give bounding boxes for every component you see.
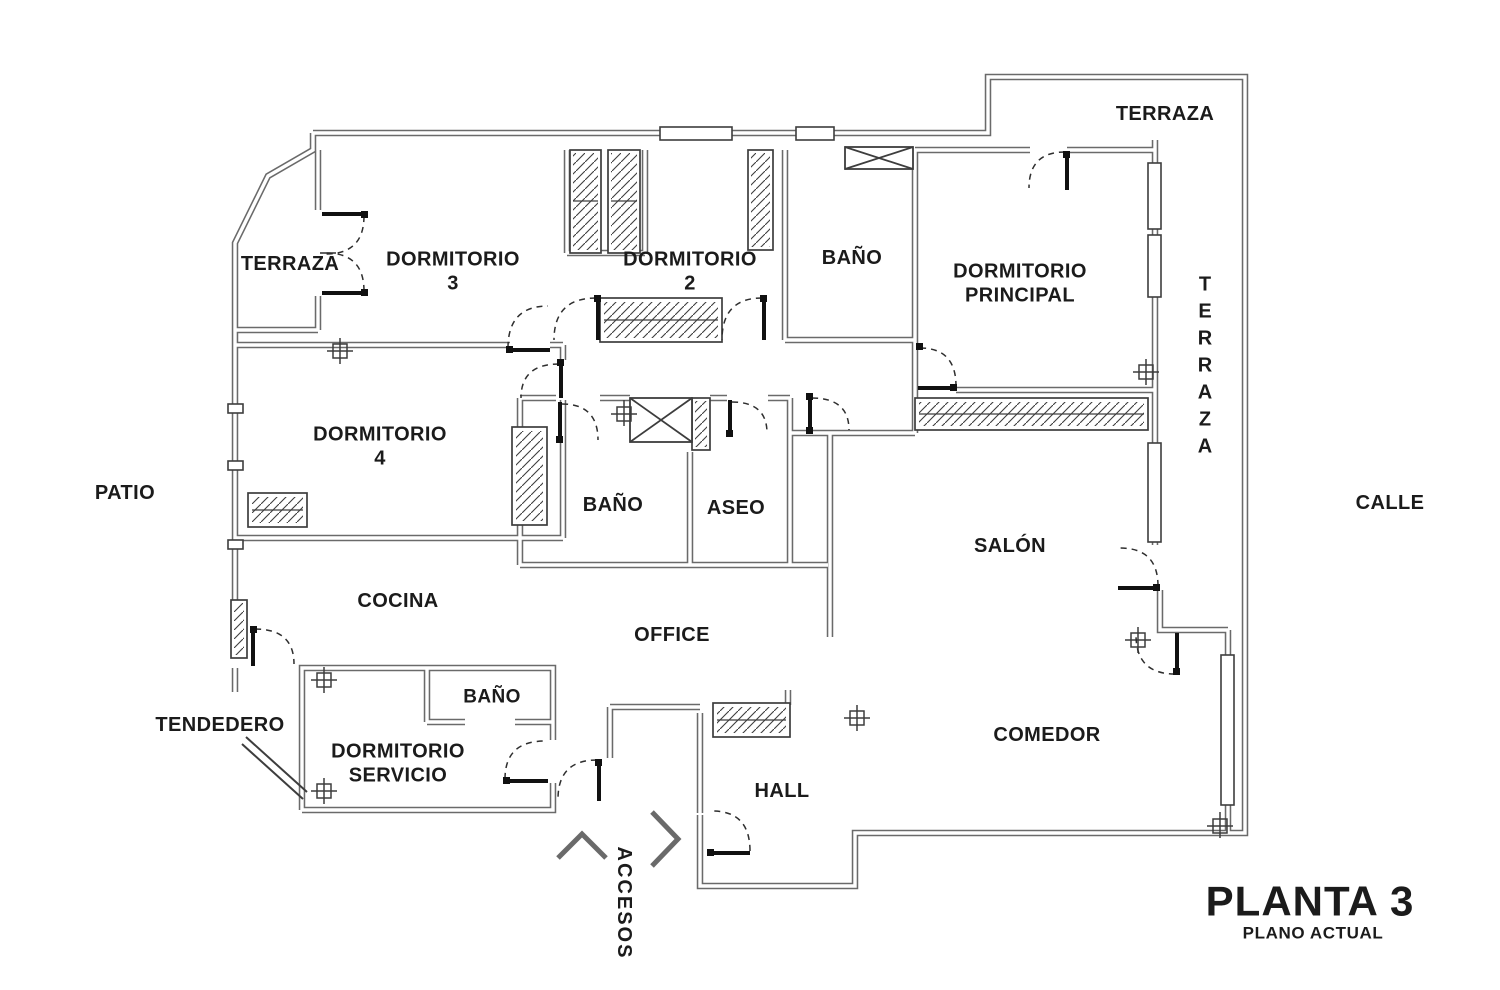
- label-line: DORMITORIO: [331, 740, 465, 763]
- shaft-boxes-layer: [629, 146, 914, 443]
- window-icon: [227, 403, 244, 414]
- grid-cross-layer: [311, 338, 1233, 838]
- label-dormitorio-4: DORMITORIO 4: [313, 423, 447, 472]
- cross-marker-icon: [611, 400, 637, 426]
- label-bano-servicio: BAÑO: [463, 686, 521, 708]
- label-line: 4: [374, 448, 386, 470]
- chevron-up-icon: [556, 830, 608, 860]
- label-dormitorio-2: DORMITORIO 2: [623, 248, 757, 297]
- label-office: OFFICE: [634, 623, 710, 646]
- label-line: SERVICIO: [348, 765, 448, 787]
- door-leaf-icon: [251, 152, 1179, 855]
- windows-layer: [227, 126, 1235, 806]
- label-line: DORMITORIO: [953, 260, 1087, 283]
- shaft-x-icon: [844, 146, 914, 170]
- label-terraza-top: TERRAZA: [1115, 102, 1215, 125]
- window-icon: [795, 126, 835, 141]
- shaft-x-icon: [629, 397, 693, 443]
- label-dormitorio-principal: DORMITORIO PRINCIPAL: [953, 260, 1087, 309]
- label-aseo: ASEO: [706, 496, 766, 519]
- window-icon: [1147, 162, 1162, 230]
- plan-title: PLANTA 3: [1205, 877, 1415, 925]
- closets-layer: [230, 149, 1149, 738]
- label-terraza-right: TERRAZA: [1194, 273, 1216, 463]
- window-icon: [227, 460, 244, 471]
- label-comedor: COMEDOR: [993, 723, 1101, 746]
- label-hall: HALL: [754, 779, 810, 802]
- cross-marker-icon: [844, 705, 870, 731]
- label-line: DORMITORIO: [386, 248, 520, 271]
- label-calle: CALLE: [1355, 491, 1425, 514]
- label-line: 2: [684, 273, 696, 295]
- cross-marker-icon: [327, 338, 353, 364]
- label-accesos: ACCESOS: [613, 846, 636, 960]
- label-patio: PATIO: [94, 481, 156, 504]
- door-hinge-dot: [250, 151, 1180, 856]
- chevron-right-icon: [650, 810, 682, 868]
- label-tendedero: TENDEDERO: [155, 713, 285, 736]
- window-icon: [1220, 654, 1235, 806]
- label-salon: SALÓN: [974, 534, 1046, 557]
- label-bano-centro: BAÑO: [582, 493, 644, 516]
- label-terraza-left: TERRAZA: [240, 252, 340, 275]
- tendedero-slope-lines: [241, 736, 308, 800]
- cross-marker-icon: [1207, 812, 1233, 838]
- label-bano-superior: BAÑO: [821, 246, 883, 269]
- label-line: DORMITORIO: [623, 248, 757, 271]
- window-icon: [1147, 234, 1162, 298]
- label-line: PRINCIPAL: [965, 285, 1075, 307]
- label-cocina: COCINA: [357, 589, 439, 612]
- window-icon: [1147, 442, 1162, 543]
- label-dormitorio-servicio: DORMITORIO SERVICIO: [331, 740, 465, 789]
- window-icon: [227, 539, 244, 550]
- doors-layer: [250, 151, 1180, 856]
- plan-subtitle: PLANO ACTUAL: [1242, 923, 1384, 943]
- misc-layer: [241, 736, 682, 868]
- cross-marker-icon: [311, 667, 337, 693]
- cross-marker-icon: [311, 778, 337, 804]
- cross-marker-icon: [1133, 359, 1159, 385]
- label-line: DORMITORIO: [313, 423, 447, 446]
- window-icon: [659, 126, 733, 141]
- label-dormitorio-3: DORMITORIO 3: [386, 248, 520, 297]
- label-line: 3: [447, 273, 459, 295]
